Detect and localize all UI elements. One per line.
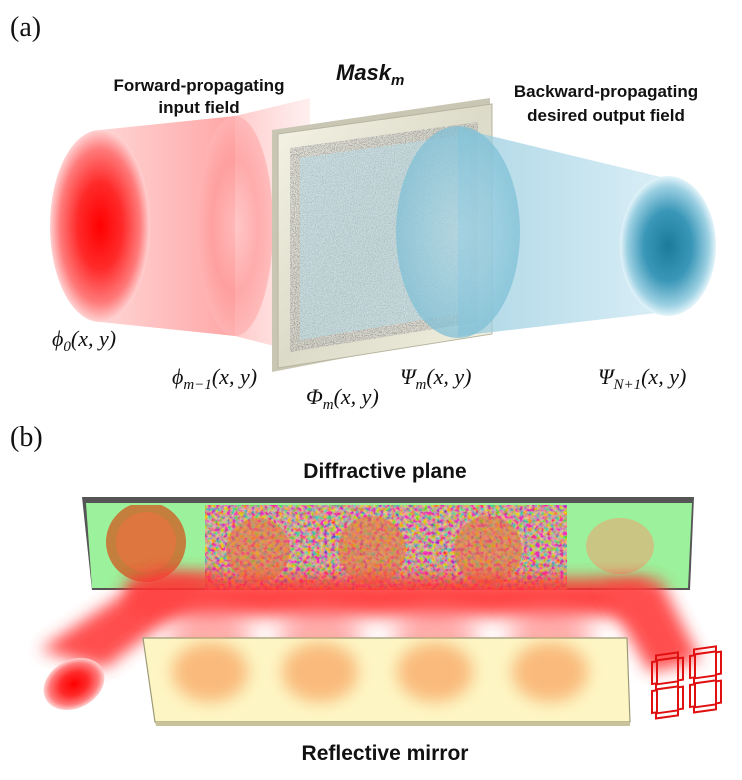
reflective-mirror bbox=[142, 637, 631, 726]
intermediate-beam-disk bbox=[197, 116, 273, 336]
diffractive-plane-label: Diffractive plane bbox=[303, 460, 466, 483]
output-beam bbox=[396, 126, 716, 338]
panel-a-label: (a) bbox=[10, 12, 41, 43]
phi-m-minus-1-symbol: ϕm−1(x, y) bbox=[172, 364, 257, 393]
diffractive-plane bbox=[82, 497, 694, 590]
phase-pattern-2 bbox=[226, 518, 290, 582]
phase-pattern-5 bbox=[586, 518, 654, 574]
output-beam-disk bbox=[620, 176, 716, 316]
input-beam bbox=[50, 98, 310, 355]
phase-pattern-4 bbox=[454, 516, 522, 584]
Phi-m-symbol: Φm(x, y) bbox=[306, 384, 379, 413]
mirror-spot-4 bbox=[512, 642, 588, 702]
input-field-label-line2: input field bbox=[158, 98, 239, 117]
seven-segment-display bbox=[651, 645, 722, 720]
input-beam-spot-b bbox=[43, 658, 105, 710]
output-field-label-line1: Backward-propagating bbox=[514, 82, 698, 101]
phase-pattern-3 bbox=[338, 516, 406, 584]
mirror-spot-1 bbox=[172, 642, 248, 702]
reflective-mirror-label: Reflective mirror bbox=[302, 742, 469, 765]
mirror-spot-3 bbox=[397, 642, 473, 702]
Psi-N-plus-1-symbol: ΨN+1(x, y) bbox=[598, 364, 686, 393]
mirror-spot-2 bbox=[282, 642, 358, 702]
panel-b-label: (b) bbox=[10, 422, 43, 453]
input-field-label-line1: Forward-propagating bbox=[114, 76, 285, 95]
output-field-label-line2: desired output field bbox=[527, 106, 685, 125]
mask-label: Maskm bbox=[336, 60, 404, 89]
digit-1 bbox=[651, 651, 684, 720]
backward-beam-disk bbox=[396, 126, 520, 338]
Psi-m-symbol: Ψm(x, y) bbox=[400, 364, 472, 393]
phi0-symbol: ϕ0(x, y) bbox=[52, 326, 116, 355]
digit-2 bbox=[689, 645, 722, 714]
input-beam-disk bbox=[50, 130, 150, 322]
